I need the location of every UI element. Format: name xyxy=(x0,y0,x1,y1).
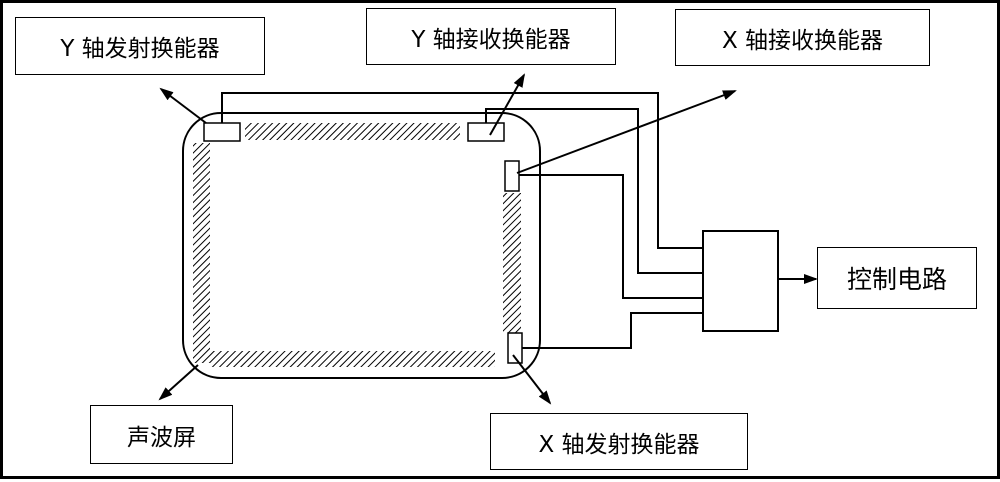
wiring xyxy=(221,92,703,349)
reflector-strip-right xyxy=(503,193,521,333)
y-transmit-transducer xyxy=(203,122,241,142)
y-receive-transducer xyxy=(467,122,505,142)
label-acoustic-screen: 声波屏 xyxy=(90,405,233,464)
label-y-receive-transducer: Y 轴接收换能器 xyxy=(366,8,616,65)
callout-arrows xyxy=(158,73,737,405)
label-control-circuit: 控制电路 xyxy=(817,247,977,309)
label-x-transmit-transducer: X 轴发射换能器 xyxy=(490,413,748,470)
acoustic-screen-outline xyxy=(182,112,541,379)
label-y-transmit-transducer: Y 轴发射换能器 xyxy=(15,17,265,75)
reflector-strip-left xyxy=(193,143,210,363)
x-receive-transducer xyxy=(504,160,520,192)
controller-unit-box xyxy=(702,230,779,332)
reflector-strip-bottom xyxy=(210,351,495,367)
label-x-receive-transducer: X 轴接收换能器 xyxy=(675,9,930,66)
diagram-canvas xyxy=(158,73,818,405)
reflector-strip-top xyxy=(245,123,460,140)
